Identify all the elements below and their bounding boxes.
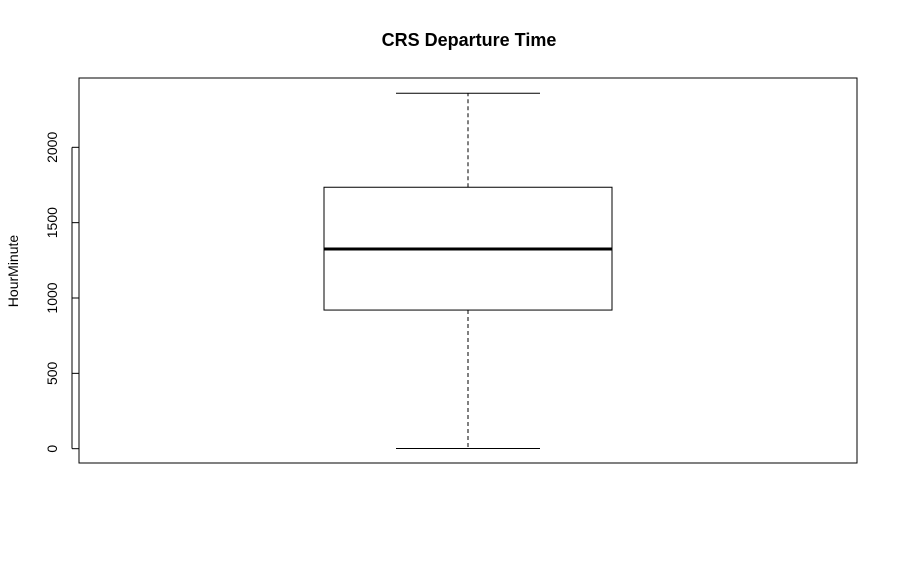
y-axis-label: HourMinute (5, 235, 21, 308)
plot-frame (78, 77, 858, 464)
box-plot (323, 92, 613, 450)
y-tick-label: 1500 (44, 207, 60, 238)
y-axis: 0 500 1000 1500 2000 (44, 132, 79, 453)
chart-title: CRS Departure Time (382, 30, 557, 50)
y-tick-label: 1000 (44, 282, 60, 313)
y-tick-label: 2000 (44, 132, 60, 163)
y-tick-label: 0 (44, 445, 60, 453)
y-tick-label: 500 (44, 361, 60, 385)
